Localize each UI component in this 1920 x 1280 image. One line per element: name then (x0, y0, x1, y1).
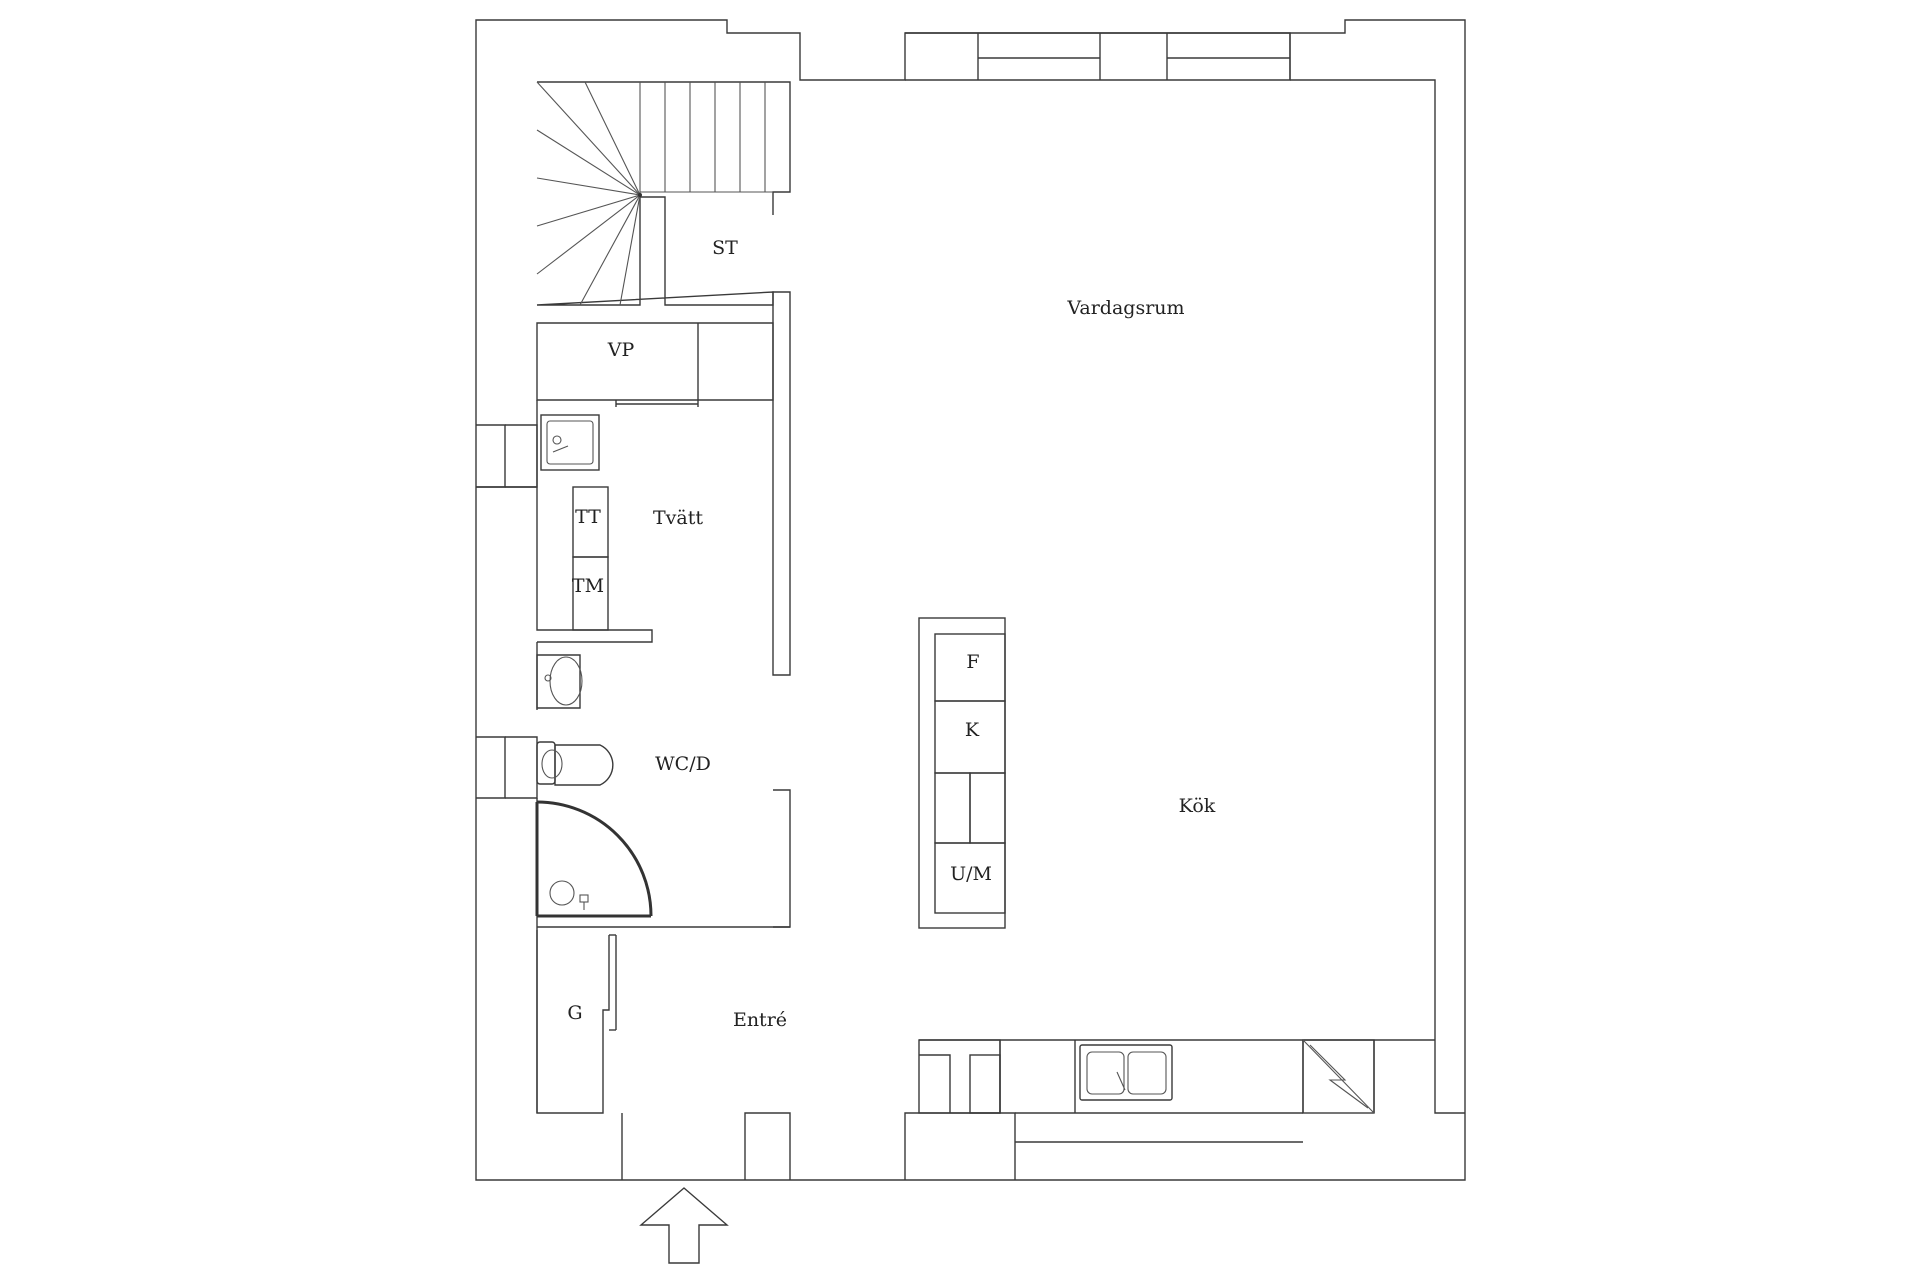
room-label-kok: Kök (1179, 795, 1216, 817)
partition-walls (536, 291, 1016, 1180)
stair-icon (536, 81, 791, 306)
chimney-icon (1302, 1039, 1375, 1114)
outer-walls (475, 19, 1466, 1181)
fixture-label-g: G (567, 1002, 582, 1024)
shower-icon (535, 800, 653, 918)
laundry-fixtures (540, 414, 609, 631)
wash-basin-icon (536, 654, 583, 709)
fixture-label-k: K (965, 719, 980, 741)
room-label-wcd: WC/D (655, 753, 711, 775)
room-label-vardagsrum: Vardagsrum (1066, 297, 1184, 319)
entrance-arrow-icon (639, 1187, 729, 1264)
fixture-label-um: U/M (950, 863, 992, 885)
fixture-label-f: F (966, 651, 979, 673)
fixture-label-tt: TT (575, 506, 601, 528)
kitchen-island (918, 617, 1006, 929)
toilet-icon (536, 741, 614, 786)
fixture-label-tm: TM (572, 575, 604, 597)
room-label-vp: VP (607, 339, 635, 361)
kitchen-sink-icon (1079, 1044, 1173, 1101)
kitchen-counter (918, 1039, 1435, 1143)
room-label-st: ST (712, 237, 738, 259)
room-label-entre: Entré (733, 1009, 787, 1031)
room-label-tvatt: Tvätt (653, 507, 703, 529)
left-wall-blocks (476, 424, 538, 799)
